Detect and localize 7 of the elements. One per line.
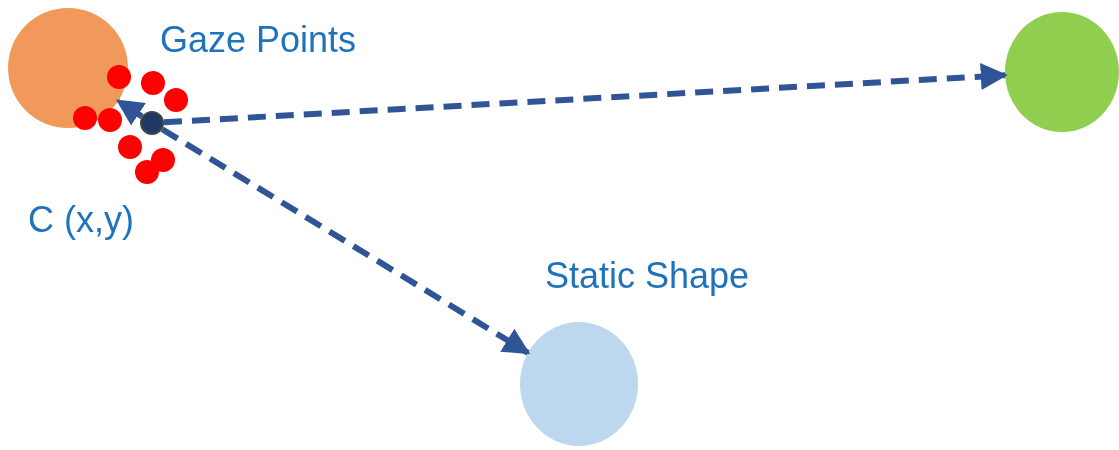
dashed-arrow — [115, 98, 146, 126]
dashed-arrow — [160, 126, 531, 356]
centroid-dot — [140, 111, 164, 135]
centroid-label: C (x,y) — [28, 202, 134, 238]
gaze-points-label: Gaze Points — [160, 22, 357, 58]
dashed-arrow — [163, 63, 1008, 126]
shape-label: Static Shape — [545, 258, 750, 294]
